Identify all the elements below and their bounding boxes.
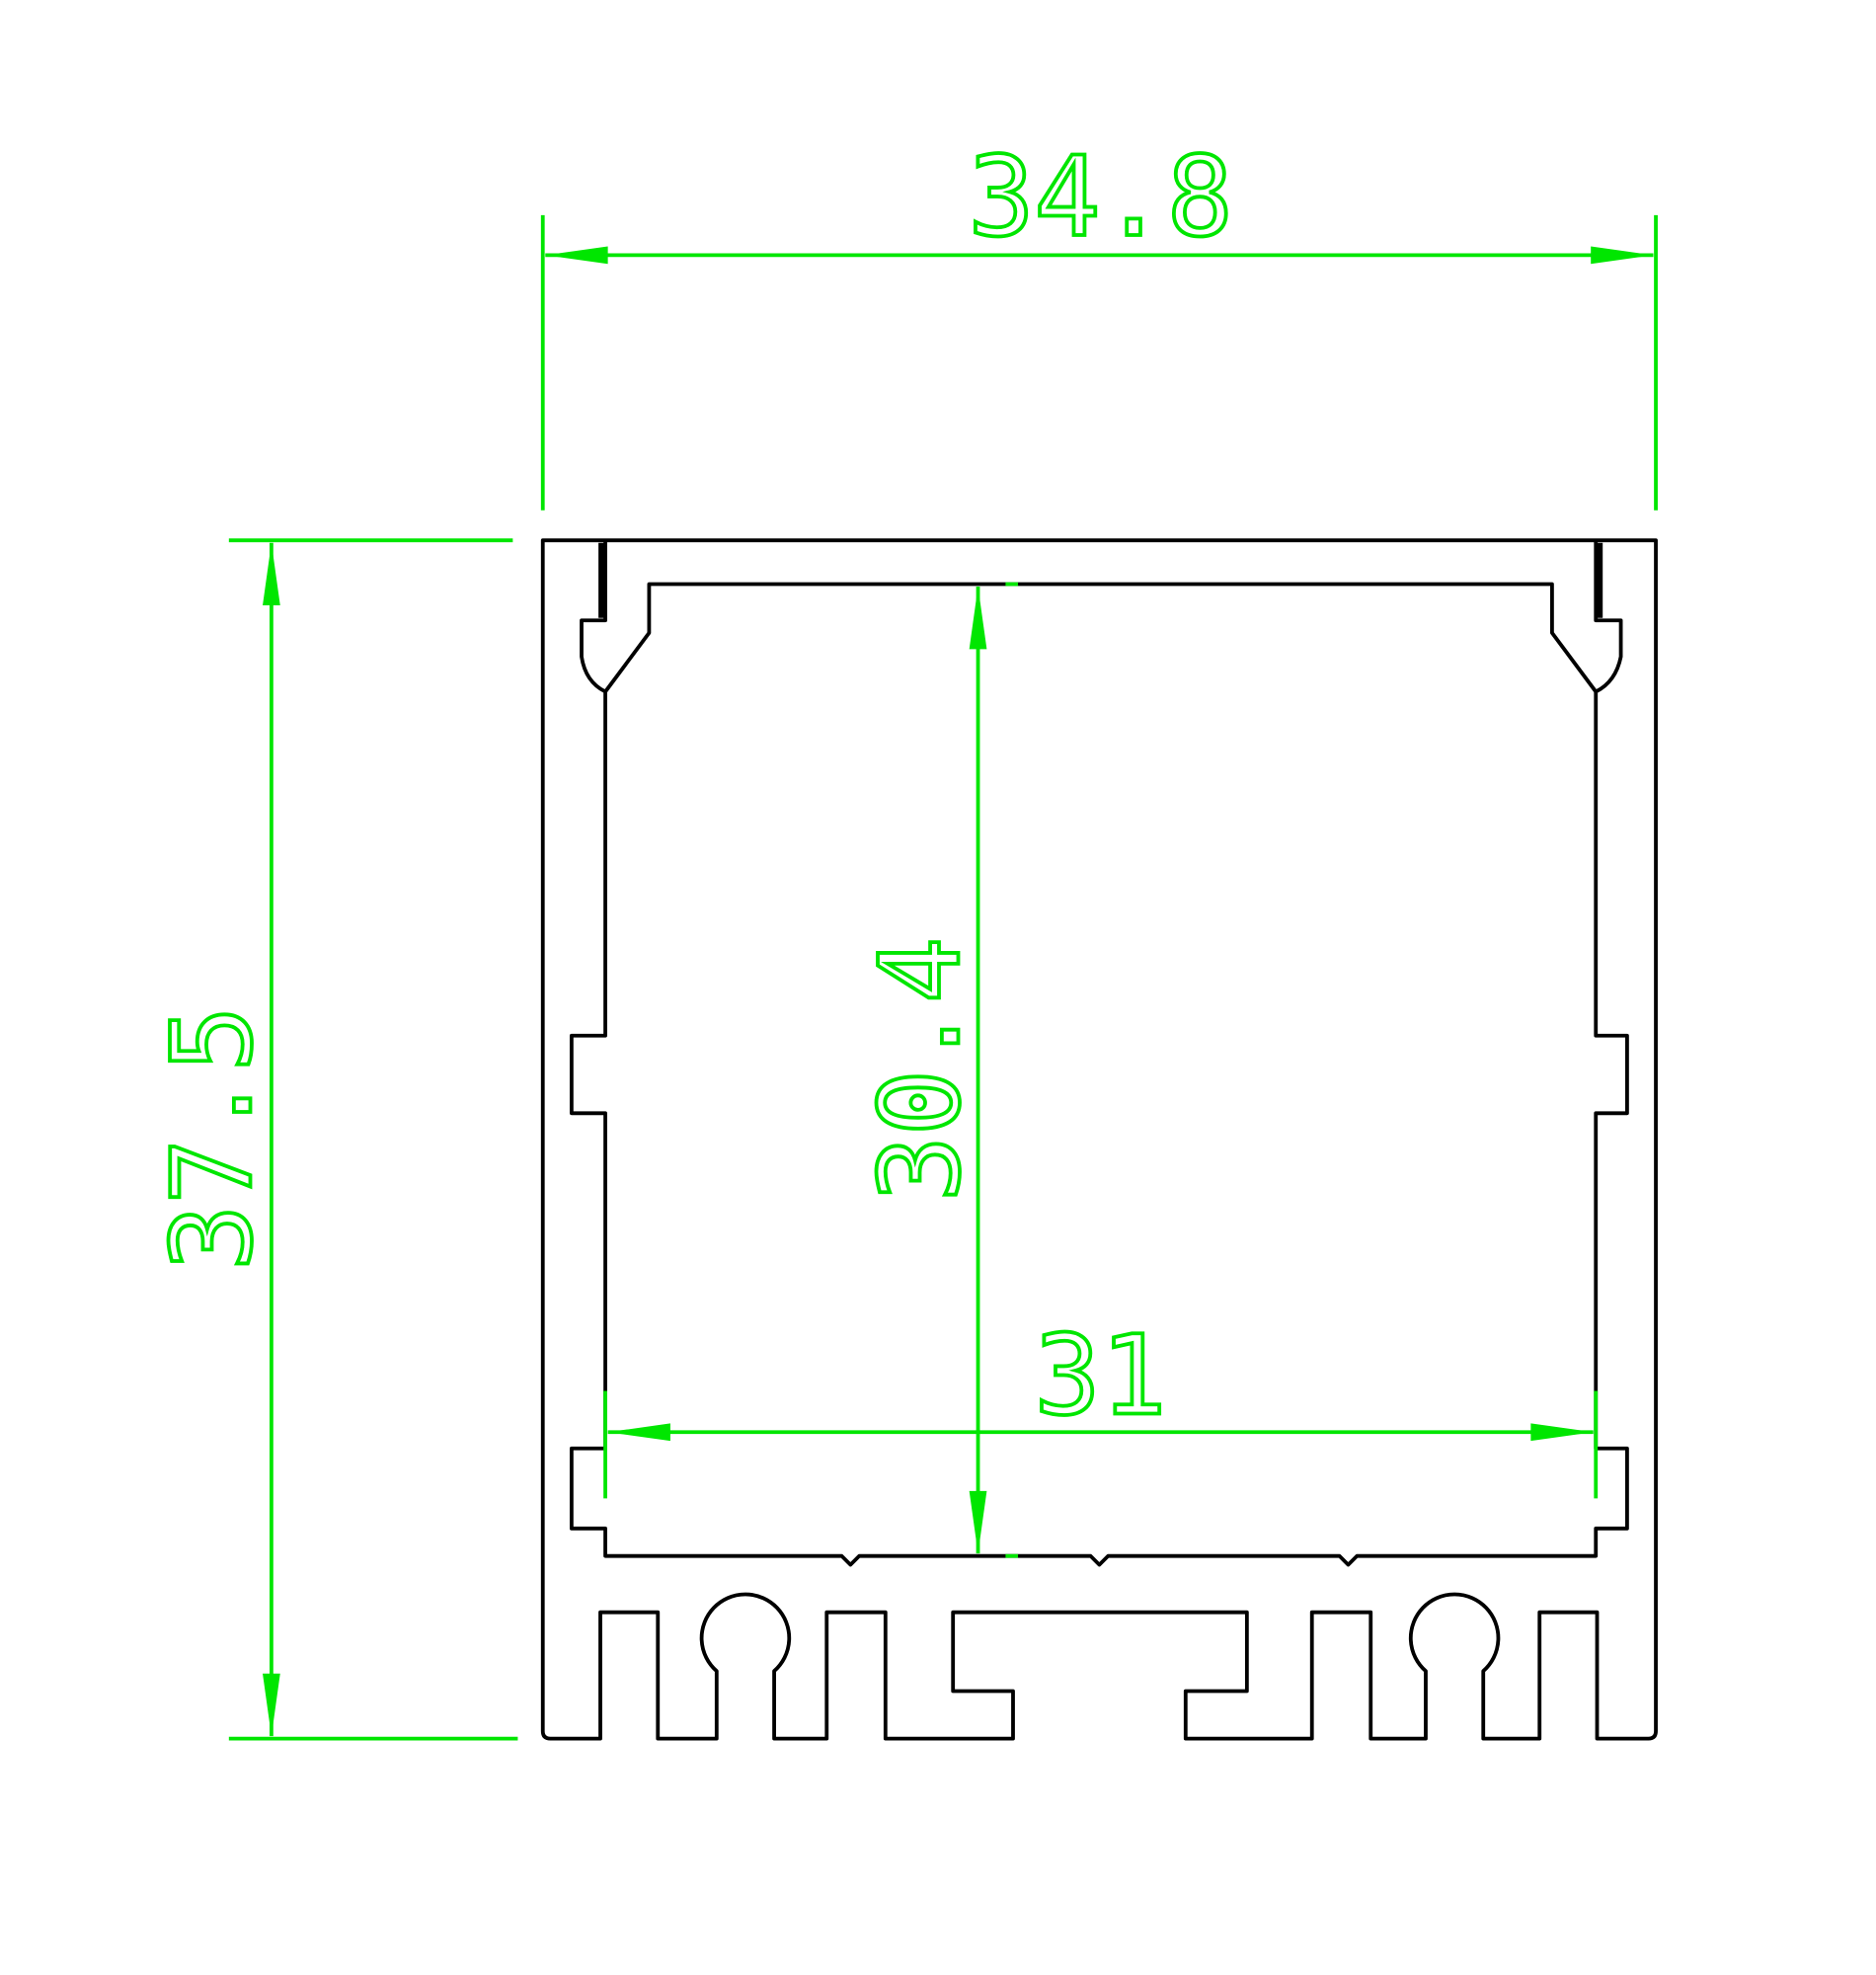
dimension-label-inner-width: 31: [1035, 1312, 1167, 1440]
outer-profile: [540, 538, 1658, 1741]
dimension-label-inner-height: 30.4: [857, 937, 984, 1202]
dimension-overall-width: 34.8: [540, 132, 1658, 511]
dimension-label-height: 37.5: [149, 1005, 276, 1270]
left-inner-wall: [569, 540, 1629, 1567]
dimension-overall-height: 37.5: [147, 538, 518, 1741]
dimension-inner-width: 31: [603, 1310, 1599, 1499]
profile-outline: [540, 538, 1658, 1741]
dimension-inner-height: 30.4: [855, 582, 1019, 1558]
dimension-label-width: 34.8: [968, 134, 1232, 262]
diffuser-cover: [603, 582, 1598, 693]
